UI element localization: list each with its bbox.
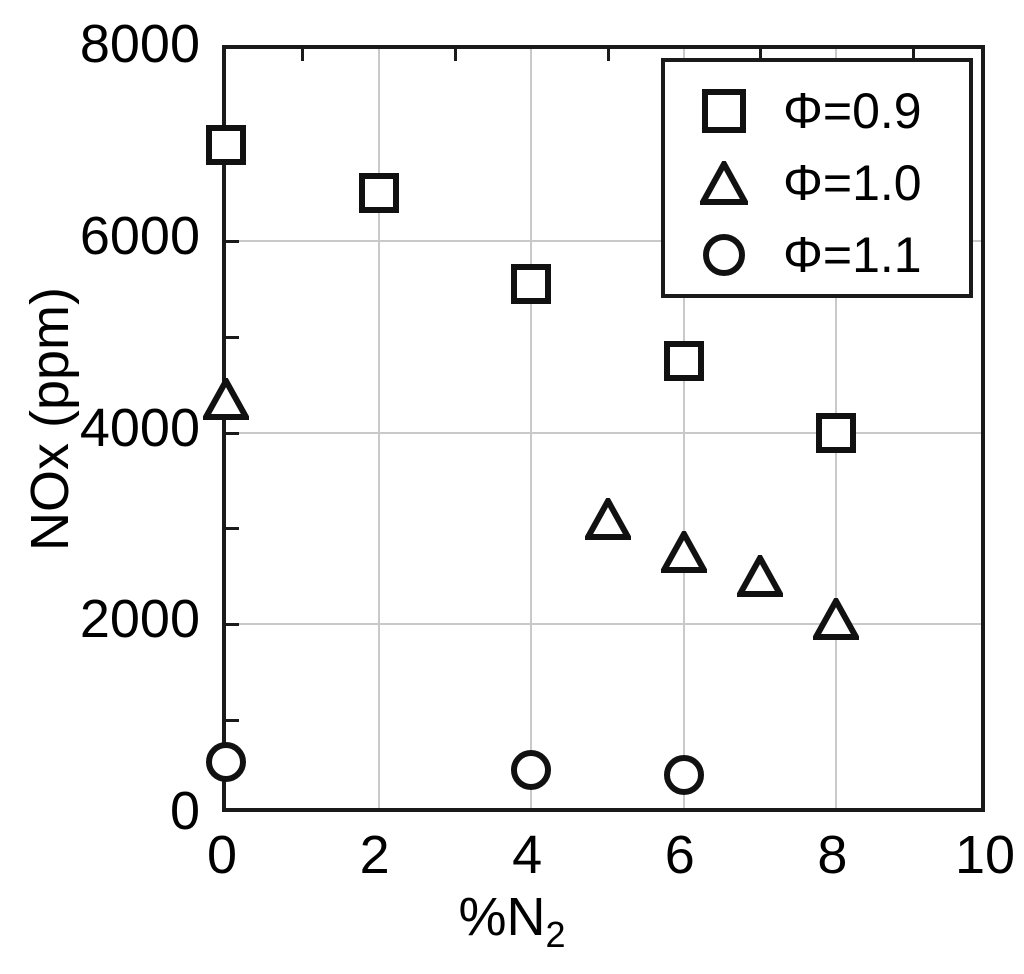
y-axis-tick-minor xyxy=(226,527,239,531)
y-axis-tick-label: 6000 xyxy=(79,205,200,266)
legend-item-label: Φ=1.0 xyxy=(783,155,922,211)
gridline-horizontal xyxy=(226,623,981,626)
x-axis-tick-label: 6 xyxy=(664,825,695,885)
legend-marker-circle-icon xyxy=(665,234,783,276)
legend-item-label: Φ=1.1 xyxy=(783,227,922,283)
square-icon xyxy=(702,89,746,133)
y-axis-title: NOx (ppm) xyxy=(20,287,80,552)
data-point-square xyxy=(816,412,857,453)
x-axis-tick-label: 10 xyxy=(954,825,1016,885)
y-axis-tick-label: 0 xyxy=(169,781,200,841)
y-axis-tick-minor xyxy=(226,719,239,723)
triangle-icon xyxy=(697,157,751,205)
y-axis-tick-label: 8000 xyxy=(79,14,200,74)
x-axis-tick-label: 4 xyxy=(512,825,543,885)
x-axis-title-subscript: 2 xyxy=(545,913,566,955)
data-point-square xyxy=(663,340,704,381)
x-axis-title-base: %N xyxy=(458,887,546,947)
x-axis-tick-label: 0 xyxy=(206,825,238,885)
y-axis-tick-label: 2000 xyxy=(79,589,200,650)
data-point-square xyxy=(206,124,246,165)
data-point-square xyxy=(358,172,399,213)
y-axis-tick-major xyxy=(226,239,239,243)
y-axis-tick-major xyxy=(226,623,239,627)
legend-marker-square-icon xyxy=(665,89,783,133)
data-point-triangle xyxy=(584,497,631,540)
x-axis-tick-minor xyxy=(301,49,305,61)
x-axis-tick-minor xyxy=(606,49,610,61)
data-point-triangle xyxy=(660,531,707,574)
data-point-triangle xyxy=(737,555,784,598)
data-point-triangle xyxy=(203,377,249,420)
data-point-circle xyxy=(206,742,246,783)
y-axis-tick-major xyxy=(226,431,239,435)
legend-marker-triangle-icon xyxy=(665,157,783,205)
gridline-horizontal xyxy=(226,239,981,242)
legend-item: Φ=1.1 xyxy=(665,218,969,292)
x-axis-tick-minor xyxy=(453,49,457,61)
legend-item: Φ=0.9 xyxy=(665,74,969,148)
gridline-vertical xyxy=(377,49,380,808)
x-axis-tick-label: 2 xyxy=(359,825,390,885)
gridline-vertical xyxy=(530,49,533,808)
y-axis-tick-label: 4000 xyxy=(79,397,200,458)
data-point-square xyxy=(511,263,552,304)
data-point-circle xyxy=(511,749,552,790)
x-axis-tick-minor xyxy=(911,49,915,61)
y-axis-tick-minor xyxy=(226,335,239,339)
data-point-triangle xyxy=(813,598,860,641)
gridline-vertical xyxy=(682,49,685,808)
data-point-circle xyxy=(663,754,704,795)
x-axis-title: %N2 xyxy=(0,887,1024,952)
x-axis-tick-minor xyxy=(759,49,763,61)
circle-icon xyxy=(703,234,745,276)
legend-item-label: Φ=0.9 xyxy=(783,83,922,139)
plot-area xyxy=(203,45,985,812)
x-axis-tick-label: 8 xyxy=(817,825,848,885)
legend-item: Φ=1.0 xyxy=(665,146,969,220)
gridline-horizontal xyxy=(226,431,981,434)
